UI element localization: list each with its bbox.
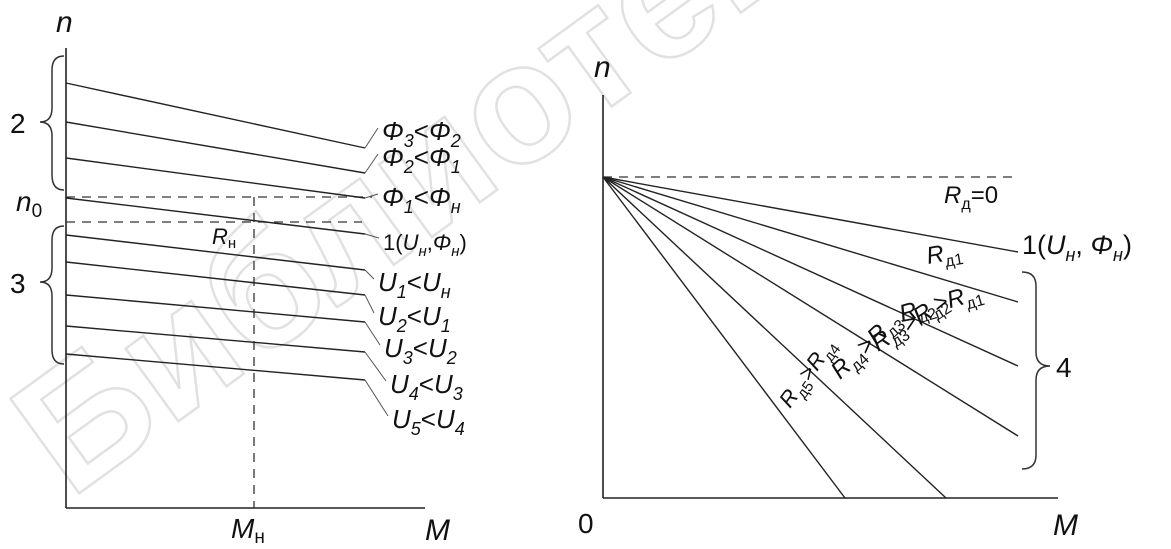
right-characteristic-line-5 <box>602 176 947 499</box>
left-leader-line-2 <box>364 153 379 174</box>
left-curve-label-1: Φ3<Φ2 <box>382 116 461 151</box>
origin-label: 0 <box>578 508 594 539</box>
right-panel: n M 0 4 1(Uн, Φн) Rд=0Rд1Rд2>Rд1Rд3>Rд2R… <box>578 51 1132 542</box>
right-characteristic-line-2 <box>602 176 1019 303</box>
left-leader-line-7 <box>364 321 381 346</box>
group-3-label: 3 <box>10 268 26 299</box>
brace-group-2 <box>39 55 65 191</box>
right-curve-label-3: Rд2>Rд1 <box>896 278 987 331</box>
right-characteristic-line-3 <box>602 176 1019 367</box>
left-leader-line-6 <box>364 294 375 314</box>
group-4-label: 4 <box>1056 352 1072 383</box>
rn-label: Rн <box>212 224 236 252</box>
left-curve-label-2: Φ2<Φ1 <box>382 142 461 177</box>
left-curve-label-7: U3<U2 <box>384 333 457 368</box>
n0-label: n0 <box>16 186 42 222</box>
left-characteristic-line-1 <box>65 82 366 149</box>
right-characteristic-line-1 <box>602 176 1019 253</box>
left-leader-line-4 <box>364 233 380 239</box>
right-curve-label-2: Rд1 <box>924 237 965 274</box>
left-characteristic-line-4 <box>65 197 366 235</box>
left-characteristic-line-2 <box>65 121 366 174</box>
left-curve-label-5: U1<Uн <box>378 267 451 302</box>
left-leader-line-3 <box>364 193 379 199</box>
group-2-label: 2 <box>10 108 26 139</box>
left-curve-label-3: Φ1<Φн <box>382 182 461 217</box>
left-characteristic-line-8 <box>65 325 366 353</box>
left-characteristic-line-5 <box>65 234 366 271</box>
left-leader-line-8 <box>364 351 387 382</box>
brace-group-3 <box>39 225 65 365</box>
left-curve-label-8: U4<U3 <box>390 369 463 404</box>
right-y-axis-label: n <box>594 51 611 84</box>
left-y-axis-label: n <box>56 6 73 39</box>
natural-characteristic-label: 1(Uн, Φн) <box>1022 230 1132 265</box>
left-characteristic-line-7 <box>65 294 366 323</box>
right-characteristic-line-4 <box>602 176 1019 437</box>
left-curve-label-4: 1(Uн,Φн) <box>383 230 467 260</box>
left-characteristic-line-9 <box>65 353 366 381</box>
right-characteristic-line-6 <box>602 176 846 499</box>
watermark: Библиотека <box>0 0 901 531</box>
brace-group-4 <box>1021 271 1051 470</box>
right-curve-label-1: Rд=0 <box>944 182 998 213</box>
left-x-axis-label: M <box>425 514 450 547</box>
left-leader-line-5 <box>364 269 375 280</box>
right-x-axis-label: M <box>1053 509 1078 542</box>
left-curve-label-6: U2<U1 <box>378 301 451 336</box>
left-characteristic-line-3 <box>65 157 366 199</box>
mn-label: Mн <box>231 513 265 548</box>
left-leader-line-9 <box>364 379 389 417</box>
left-characteristic-line-6 <box>65 261 366 296</box>
left-leader-line-1 <box>364 127 379 149</box>
left-curve-label-9: U5<U4 <box>392 404 465 439</box>
